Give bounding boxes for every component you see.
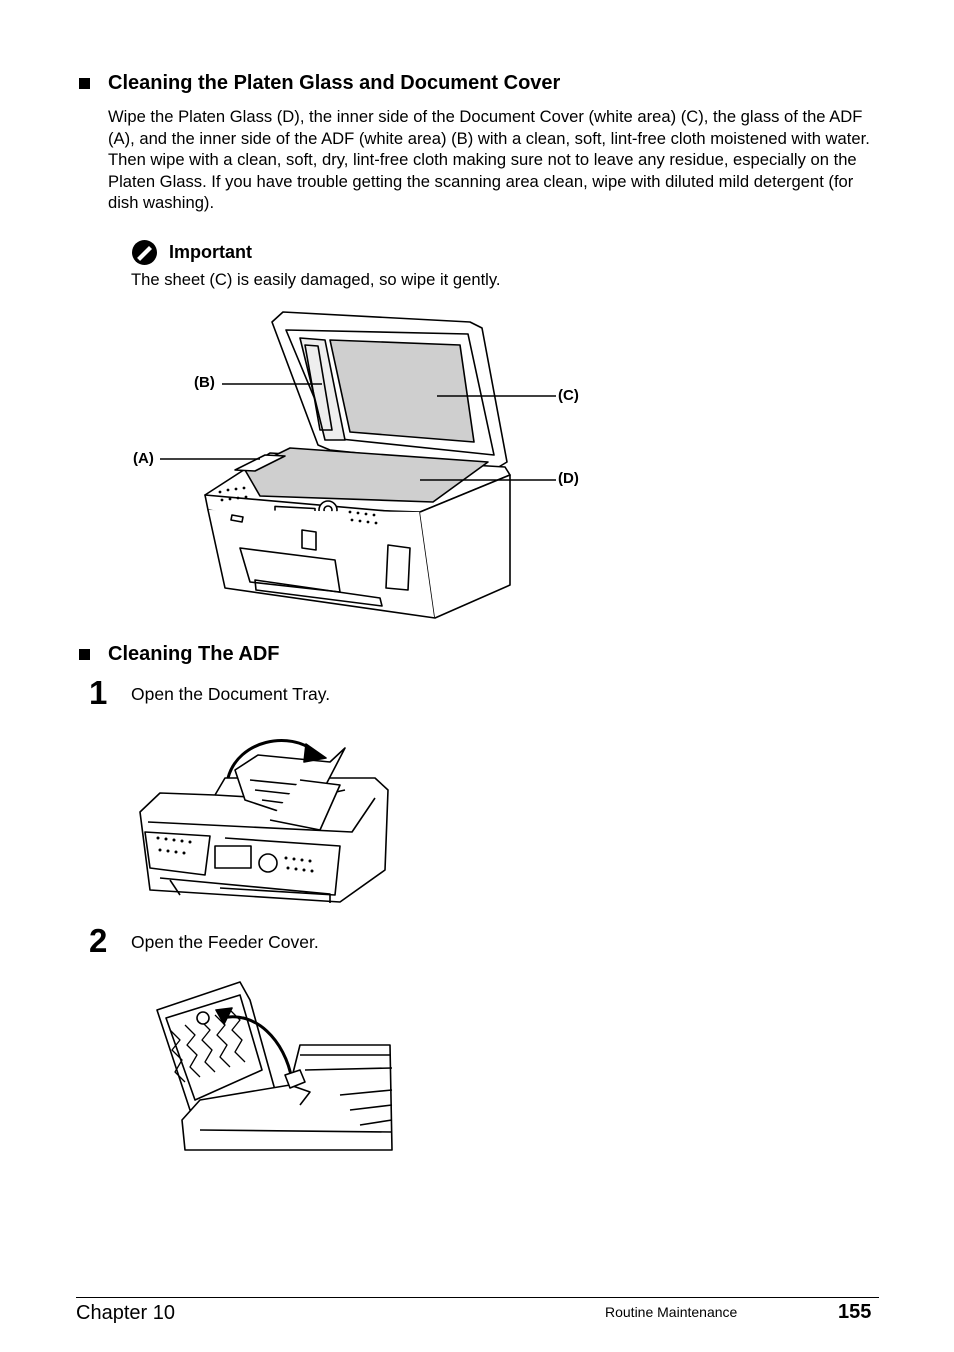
- bullet-square-icon: [79, 78, 90, 89]
- figure-label-d: (D): [558, 470, 579, 487]
- important-text: The sheet (C) is easily damaged, so wipe…: [131, 270, 501, 289]
- important-pencil-icon: [132, 240, 157, 265]
- step-number-2: 2: [89, 922, 108, 959]
- step-text-2: Open the Feeder Cover.: [131, 932, 319, 952]
- step-number-1: 1: [89, 674, 108, 711]
- figure-label-b: (B): [194, 374, 215, 391]
- step-text-1: Open the Document Tray.: [131, 684, 331, 704]
- figure-label-c: (C): [558, 387, 579, 404]
- footer-rule: [76, 1297, 879, 1298]
- footer-page-number: 155: [838, 1301, 872, 1323]
- important-note: Important: [131, 239, 252, 266]
- section-heading-text: Cleaning The ADF: [108, 643, 280, 665]
- section-heading-text: Cleaning the Platen Glass and Document C…: [108, 72, 561, 94]
- footer-section: Routine Maintenance: [605, 1304, 738, 1320]
- section-heading-platen: Cleaning the Platen Glass and Document C…: [79, 72, 560, 95]
- figure-label-a: (A): [133, 450, 154, 467]
- important-label: Important: [169, 242, 252, 262]
- instruction-paragraph: Wipe the Platen Glass (D), the inner sid…: [108, 107, 870, 212]
- section-heading-adf: Cleaning The ADF: [79, 643, 279, 666]
- bullet-square-icon: [79, 649, 90, 660]
- footer-chapter: Chapter 10: [76, 1302, 175, 1324]
